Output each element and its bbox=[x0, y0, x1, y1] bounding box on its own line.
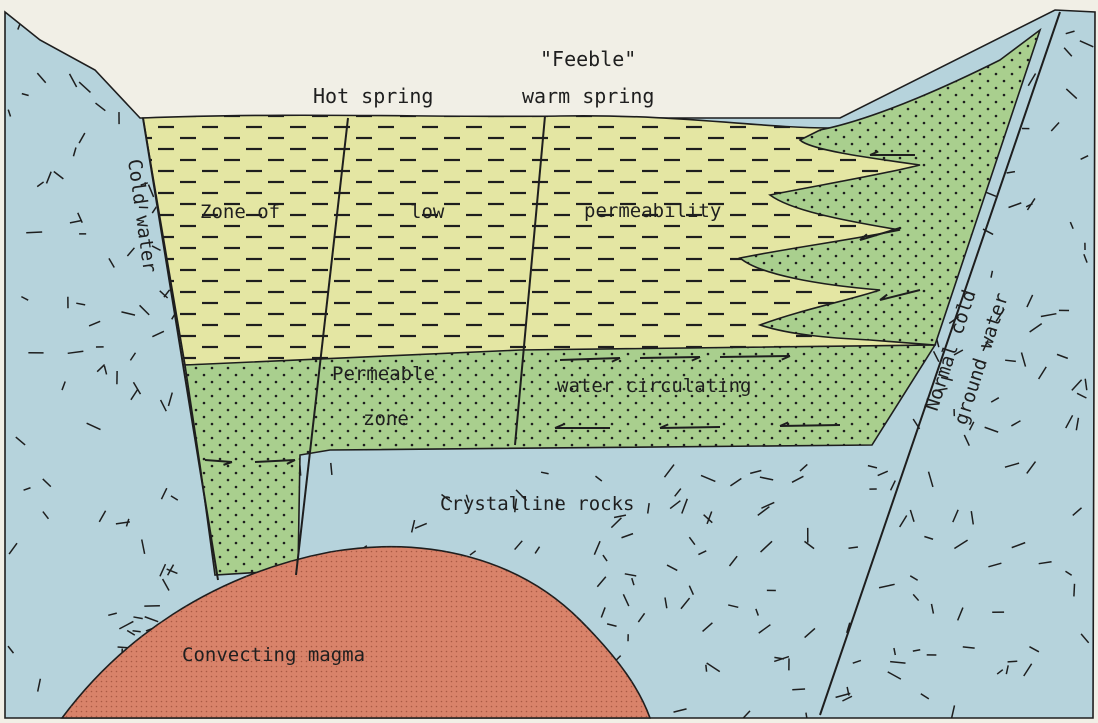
rock-texture-stroke bbox=[137, 38, 144, 48]
rock-texture-stroke bbox=[1074, 584, 1075, 597]
rock-texture-stroke bbox=[122, 57, 128, 66]
flow-arrow bbox=[640, 357, 700, 358]
rock-texture-stroke bbox=[159, 99, 168, 112]
rock-texture-stroke bbox=[792, 689, 805, 690]
rock-texture-stroke bbox=[706, 665, 707, 672]
crystalline-rocks-label: Crystalline rocks bbox=[440, 493, 634, 515]
zone-label: zone bbox=[363, 408, 409, 430]
feeble-label: "Feeble" bbox=[540, 47, 636, 71]
rock-texture-stroke bbox=[897, 74, 909, 75]
rock-texture-stroke bbox=[1008, 661, 1018, 662]
water-circulating-label: water circulating bbox=[557, 375, 751, 397]
rock-texture-stroke bbox=[928, 42, 937, 48]
flow-arrow bbox=[780, 425, 840, 426]
rock-texture-stroke bbox=[94, 42, 108, 47]
flow-arrow bbox=[720, 356, 790, 357]
low-label: low bbox=[410, 201, 445, 223]
rock-texture-stroke bbox=[972, 39, 976, 46]
rock-texture-stroke bbox=[164, 57, 168, 66]
flow-arrow bbox=[660, 427, 720, 428]
rock-texture-stroke bbox=[164, 37, 173, 45]
rock-texture-stroke bbox=[26, 232, 42, 233]
warm-spring-label: warm spring bbox=[522, 84, 654, 108]
rock-texture-stroke bbox=[898, 72, 902, 87]
convecting-magma-label: Convecting magma bbox=[182, 644, 365, 666]
hot-spring-label: Hot spring bbox=[313, 84, 433, 108]
zone-of-label: Zone of bbox=[200, 201, 280, 223]
permeability-label: permeability bbox=[584, 200, 721, 222]
rock-texture-stroke bbox=[133, 631, 141, 632]
rock-texture-stroke bbox=[106, 31, 116, 38]
permeable-label: Permeable bbox=[332, 363, 435, 385]
